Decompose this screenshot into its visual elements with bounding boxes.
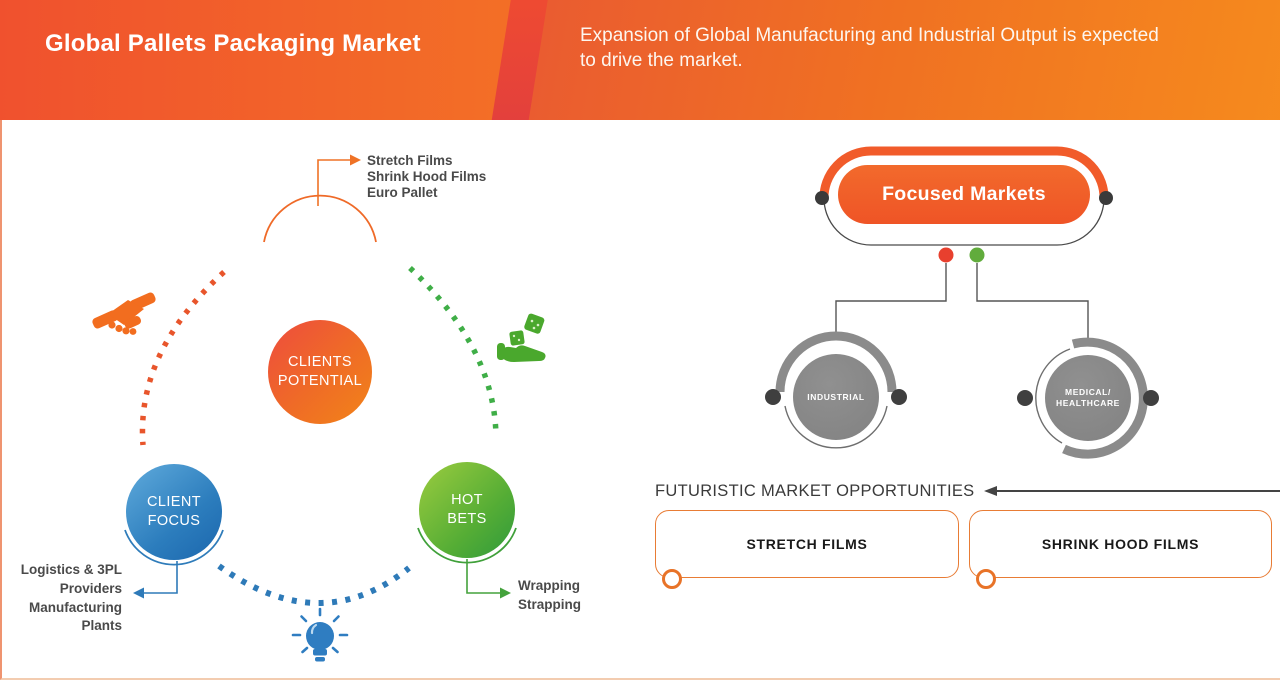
market-node-medical-healthcare: MEDICAL/ HEALTHCARE bbox=[1045, 355, 1131, 441]
opportunity-label: STRETCH FILMS bbox=[746, 536, 868, 552]
market-node-industrial: INDUSTRIAL bbox=[793, 354, 879, 440]
medical-thick-arc bbox=[1062, 337, 1148, 459]
content-area: CLIENTS POTENTIAL CLIENT FOCUS HOT BETS … bbox=[0, 120, 1280, 680]
market-label-line2: HEALTHCARE bbox=[1056, 398, 1120, 408]
hot-bets-connector bbox=[466, 559, 500, 594]
market-label-line1: MEDICAL/ bbox=[1065, 387, 1111, 397]
list-item: Euro Pallet bbox=[367, 184, 438, 200]
client-focus-arrowhead-icon bbox=[133, 587, 144, 599]
list-item: Providers bbox=[59, 580, 122, 596]
medical-thin-arc bbox=[1035, 348, 1071, 444]
client-focus-label-line1: CLIENT bbox=[147, 494, 201, 510]
hot-bets-label-line2: BETS bbox=[447, 511, 487, 527]
futuristic-opportunities-header: FUTURISTIC MARKET OPPORTUNITIES bbox=[655, 480, 1280, 502]
header-banner: Global Pallets Packaging Market Expansio… bbox=[0, 0, 1280, 120]
hot-bets-label-line1: HOT bbox=[451, 492, 483, 508]
market-label: INDUSTRIAL bbox=[807, 391, 865, 402]
client-focus-label-line2: FOCUS bbox=[147, 513, 201, 529]
industrial-branch-connector bbox=[835, 263, 947, 338]
opportunity-box-stretch-films: STRETCH FILMS bbox=[655, 510, 959, 589]
medical-branch-connector bbox=[976, 263, 1089, 340]
capsule-left-dot-icon bbox=[815, 191, 829, 205]
clients-potential-node: CLIENTS POTENTIAL bbox=[268, 320, 372, 424]
client-focus-ring-arc bbox=[124, 529, 224, 566]
capsule-thin-arc bbox=[823, 195, 1105, 246]
client-focus-node: CLIENT FOCUS bbox=[126, 464, 222, 560]
industrial-thin-arc bbox=[784, 405, 888, 449]
medical-left-dot-icon bbox=[1017, 390, 1033, 406]
clients-potential-items: Stretch Films Shrink Hood Films Euro Pal… bbox=[367, 153, 486, 200]
lightbulb-icon bbox=[291, 607, 349, 662]
corner-ring-icon bbox=[976, 569, 996, 589]
futuristic-heading: FUTURISTIC MARKET OPPORTUNITIES bbox=[655, 481, 975, 500]
capsule-right-dot-icon bbox=[1099, 191, 1113, 205]
opportunity-label: SHRINK HOOD FILMS bbox=[1041, 536, 1200, 552]
heading-rule-line bbox=[996, 490, 1280, 492]
clients-potential-ring-arc bbox=[263, 194, 377, 243]
left-arrowhead-icon bbox=[984, 486, 998, 496]
clients-potential-label-line1: CLIENTS bbox=[287, 354, 353, 370]
red-marker-icon bbox=[938, 247, 954, 263]
hot-bets-items: Wrapping Strapping bbox=[518, 576, 581, 614]
dotted-arc-blue bbox=[217, 563, 411, 606]
green-marker-icon bbox=[969, 247, 985, 263]
medical-right-dot-icon bbox=[1143, 390, 1159, 406]
list-item: Manufacturing bbox=[29, 599, 122, 615]
dotted-arc-green bbox=[408, 265, 499, 438]
industrial-thick-arc bbox=[775, 331, 897, 393]
focused-markets-graphics bbox=[765, 146, 1159, 459]
list-item: Strapping bbox=[518, 597, 581, 612]
hot-bets-arrowhead-icon bbox=[500, 587, 511, 599]
opportunity-box-shrink-hood-films: SHRINK HOOD FILMS bbox=[969, 510, 1272, 589]
list-item: Logistics & 3PL bbox=[20, 562, 122, 577]
corner-ring-icon bbox=[662, 569, 682, 589]
list-item: Stretch Films bbox=[367, 153, 453, 168]
page-title: Global Pallets Packaging Market bbox=[45, 30, 421, 57]
cycle-diagram-graphics bbox=[92, 154, 546, 662]
page-subtitle: Expansion of Global Manufacturing and In… bbox=[580, 25, 1159, 71]
handshake-icon bbox=[92, 292, 156, 335]
client-focus-items: Logistics & 3PL Providers Manufacturing … bbox=[2, 561, 122, 636]
capsule-thick-arc bbox=[819, 146, 1109, 201]
industrial-right-dot-icon bbox=[891, 389, 907, 405]
hot-bets-node: HOT BETS bbox=[419, 462, 515, 558]
list-item: Wrapping bbox=[518, 578, 580, 593]
clients-potential-connector bbox=[317, 159, 350, 206]
clients-potential-arrowhead-icon bbox=[350, 154, 361, 166]
industrial-left-dot-icon bbox=[765, 389, 781, 405]
focused-markets-pill: Focused Markets bbox=[838, 165, 1090, 224]
hand-giving-boxes-icon bbox=[497, 313, 546, 362]
clients-potential-label-line2: POTENTIAL bbox=[277, 373, 363, 389]
list-item: Shrink Hood Films bbox=[367, 168, 487, 184]
client-focus-connector bbox=[144, 561, 178, 594]
list-item: Plants bbox=[81, 618, 122, 634]
dotted-arc-orange bbox=[139, 269, 226, 446]
